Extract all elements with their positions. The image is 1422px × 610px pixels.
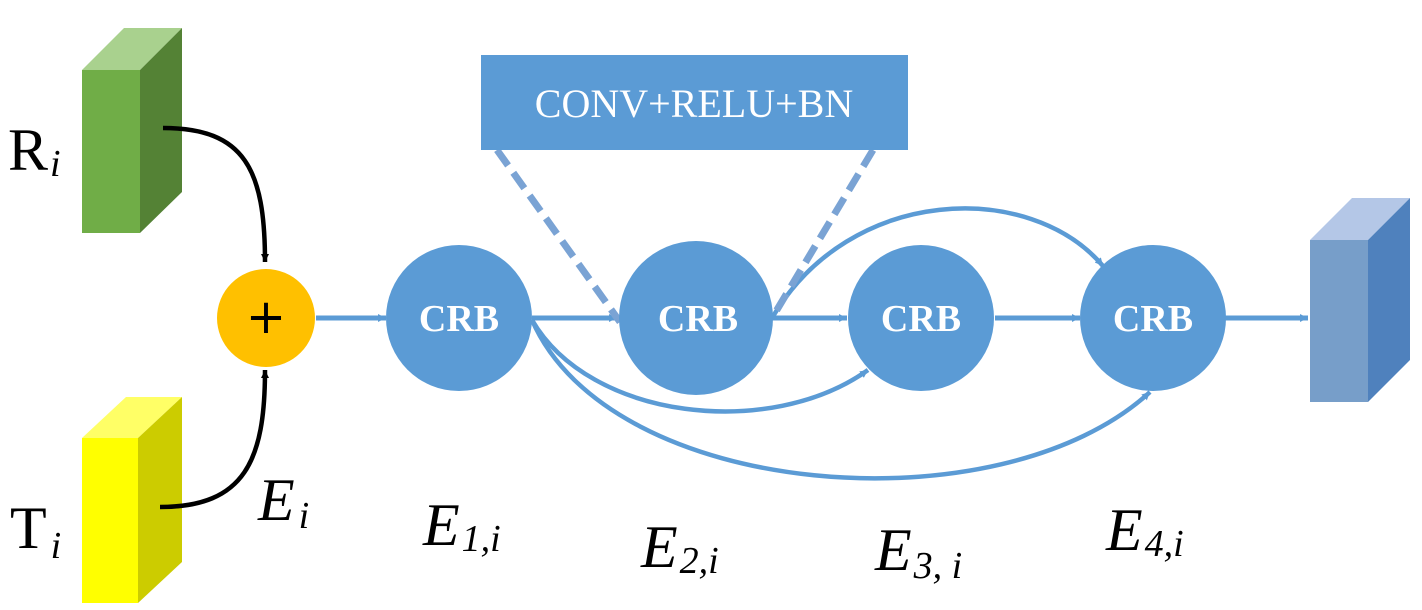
crb-node-3: CRB	[848, 245, 994, 391]
output-block	[1310, 198, 1410, 402]
conv-relu-bn-box: CONV+RELU+BN	[481, 55, 908, 150]
label-e2: E2,i	[640, 514, 719, 582]
crb-label-3: CRB	[881, 298, 961, 340]
label-t-letter: T	[10, 495, 47, 561]
label-e2-sub: 2,i	[680, 540, 719, 582]
label-r-sub: i	[50, 143, 61, 185]
label-e-i-sub: i	[299, 495, 310, 537]
input-block-t-front	[82, 438, 138, 603]
sum-circle	[217, 269, 315, 367]
crb-label-2: CRB	[658, 298, 738, 340]
crb-circle-2	[619, 241, 773, 395]
label-e1-sub: 1,i	[462, 518, 501, 560]
label-e1-main: E	[422, 492, 460, 558]
callout-line-left	[494, 147, 623, 325]
label-e1: E1,i	[422, 492, 501, 560]
label-r-i: Ri	[8, 117, 61, 185]
input-block-r-side	[140, 28, 182, 233]
label-e4: E4,i	[1105, 497, 1184, 565]
arrow-t-to-sum	[159, 369, 269, 510]
label-e3: E3, i	[874, 517, 962, 587]
output-block-top	[1310, 198, 1410, 240]
label-t-sub: i	[51, 525, 62, 567]
label-e3-sub: 3, i	[913, 545, 963, 587]
crb-node-1: CRB	[386, 245, 532, 391]
label-e2-main: E	[640, 514, 678, 580]
skip-crb1-to-crb4	[529, 319, 1152, 481]
sum-node: +	[217, 269, 315, 367]
input-block-t-side	[138, 397, 182, 603]
label-e4-sub: 4,i	[1145, 523, 1184, 565]
input-block-t	[82, 397, 182, 603]
conv-box-rect	[481, 55, 908, 150]
skip-crb2-to-crb4	[770, 206, 1105, 320]
output-block-side	[1368, 198, 1410, 402]
crb-node-4: CRB	[1080, 245, 1226, 391]
label-r-letter: R	[8, 117, 48, 183]
arrow-r-to-sum	[162, 125, 269, 263]
crb-label-1: CRB	[419, 298, 499, 340]
crb-label-4: CRB	[1113, 298, 1193, 340]
input-block-t-top	[82, 397, 182, 438]
crb-node-2: CRB	[619, 241, 773, 395]
sum-symbol: +	[246, 289, 286, 345]
input-block-r-front	[82, 70, 140, 233]
conv-box-label: CONV+RELU+BN	[535, 81, 853, 126]
crb-circle-1	[386, 245, 532, 391]
output-block-front	[1310, 240, 1368, 402]
label-e-i-main: E	[257, 467, 295, 533]
input-block-r	[82, 28, 182, 233]
crb-circle-3	[848, 245, 994, 391]
callout-line-right	[769, 148, 876, 320]
input-block-r-top	[82, 28, 182, 70]
skip-crb1-to-crb3	[530, 318, 870, 414]
label-e3-main: E	[874, 517, 912, 583]
crb-circle-4	[1080, 245, 1226, 391]
label-e4-main: E	[1105, 497, 1143, 563]
